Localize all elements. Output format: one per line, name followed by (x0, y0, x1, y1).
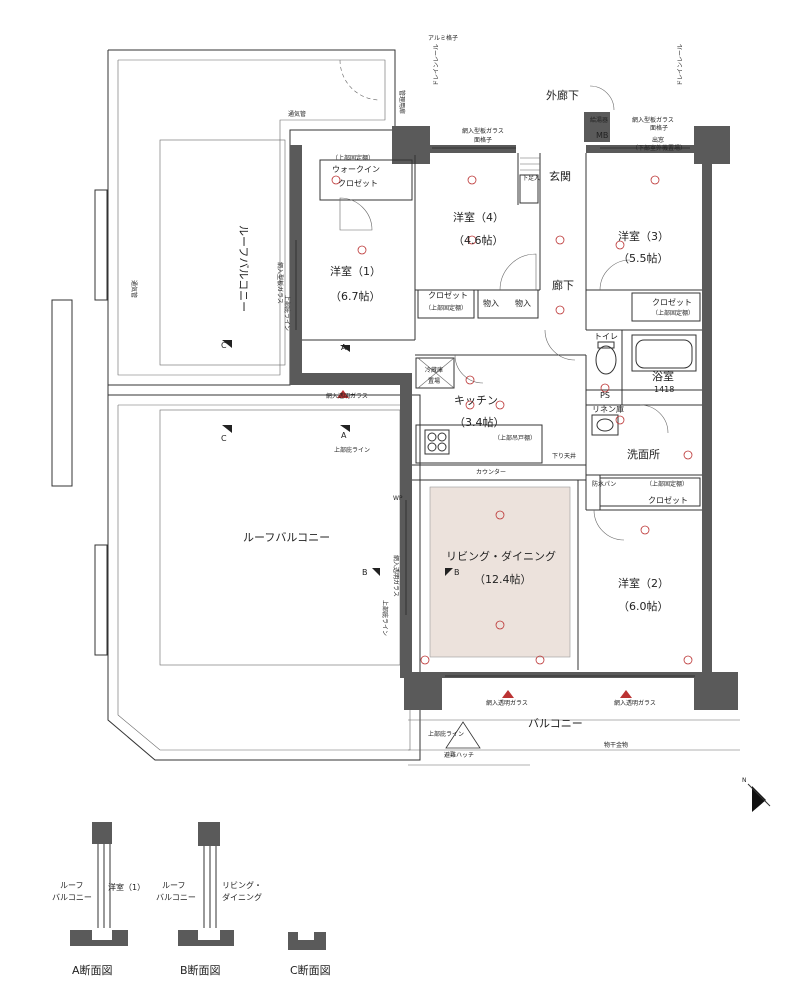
label-closet-4: クロゼット (428, 290, 468, 300)
section-a-left: ルーフバルコニー (52, 881, 92, 902)
label-wired-plate-glass-right: 網入型板ガラス (632, 116, 674, 124)
label-wired-glass-bottom-2: 網入透明ガラス (614, 699, 656, 707)
room-kitchen-name: キッチン (454, 394, 498, 407)
label-upper-cabinet: （上部吊戸棚） (494, 434, 536, 442)
room-bath-name: 浴室 (652, 369, 674, 383)
label-closet-3: クロゼット (652, 297, 692, 307)
mark-b-1: B (362, 568, 368, 577)
label-drain-right: ドレインレール (677, 44, 684, 86)
room-western1-name: 洋室（1） (330, 264, 381, 278)
label-walkin-top: （上部固定棚） (332, 154, 374, 162)
label-wired-glass-w1: 網入型板ガラス (276, 262, 284, 304)
room-entrance: 玄関 (549, 169, 571, 183)
label-walkin: ウォークイン (332, 165, 380, 174)
label-waterproof-pan: 防水パン (592, 480, 616, 488)
section-a: ルーフバルコニー 洋室（1） A断面図 (52, 822, 145, 977)
label-exit-sub: （下部室外機置場） (632, 144, 686, 152)
section-marks (222, 340, 632, 749)
room-western1-size: （6.7帖） (330, 290, 381, 303)
label-management-door: 管理用扉 (398, 90, 406, 114)
section-b: ルーフバルコニー リビング・ダイニング B断面図 (156, 822, 262, 977)
label-exit: 出窓 (652, 136, 664, 144)
label-fridge2: 置場 (428, 377, 440, 385)
label-wp: WP (393, 495, 403, 502)
label-clothes-hardware: 物干金物 (604, 741, 628, 749)
section-b-caption: B断面図 (180, 963, 221, 977)
label-water-heater: 給湯器 (590, 116, 608, 124)
walls (290, 112, 738, 710)
label-upper-line-3: 上部庇ライン (283, 295, 291, 331)
room-linen: リネン庫 (592, 404, 624, 414)
label-upper-line-1: 上部庇ライン (334, 446, 370, 454)
section-a-right: 洋室（1） (108, 882, 145, 892)
room-hallway: 廊下 (552, 278, 574, 292)
label-shoe-box: 下足入 (522, 175, 540, 182)
entrance-steps (519, 157, 540, 204)
label-upper-fixed: （上部固定棚） (646, 480, 688, 488)
room-balcony: バルコニー (528, 717, 583, 730)
ldk-floor (429, 486, 571, 658)
room-ldk-size: （12.4帖） (474, 573, 532, 586)
label-storage-1: 物入 (483, 298, 499, 308)
label-face-lattice-right: 面格子 (650, 124, 668, 132)
label-evac-hatch: 避難ハッチ (444, 751, 474, 759)
mark-a-1: A (341, 343, 347, 352)
label-wired-glass-mid: 網入透明ガラス (326, 392, 368, 400)
label-upper-line-2: 上部庇ライン (428, 730, 464, 738)
doors (339, 59, 669, 541)
room-roof-balcony-lower: ルーフバルコニー (243, 531, 330, 544)
label-aluminum-lattice: アルミ格子 (428, 34, 458, 42)
room-western3-name: 洋室（3） (618, 229, 669, 243)
mark-b-2: B (454, 568, 460, 577)
room-labels: 洋室（1） （6.7帖） 洋室（4） （4.6帖） 洋室（3） （5.5帖） 洋… (237, 88, 674, 730)
room-bath-size: 1418 (654, 385, 674, 394)
section-c-caption: C断面図 (290, 963, 331, 977)
label-walkin-closet: クロゼット (338, 178, 378, 188)
room-western2-name: 洋室（2） (618, 576, 669, 590)
label-drain-left: ドレインレール (433, 44, 440, 86)
partitions (302, 153, 702, 670)
label-waist-wall: 下り天井 (552, 452, 576, 460)
mark-a-2: A (341, 431, 347, 440)
section-b-left: ルーフバルコニー (156, 881, 196, 902)
label-storage-2: 物入 (515, 298, 531, 308)
label-fridge: 冷蔵庫 (425, 366, 443, 374)
lighting-marks (331, 175, 693, 665)
north-label: N (742, 777, 747, 784)
label-closet-4-fixed: （上部固定棚） (425, 304, 467, 312)
room-washroom: 洗面所 (627, 448, 660, 461)
label-vent-left: 通気管 (130, 280, 138, 298)
section-c: C断面図 (288, 932, 331, 977)
windows (295, 147, 740, 766)
room-ldk-name: リビング・ダイニング (446, 549, 556, 563)
section-b-right: リビング・ダイニング (222, 880, 262, 902)
room-ps: PS (600, 391, 610, 400)
label-closet-2: クロゼット (648, 495, 688, 505)
label-closet-3-fixed: （上部固定棚） (652, 309, 694, 317)
fixtures (417, 339, 693, 452)
label-face-lattice-top: 面格子 (474, 136, 492, 144)
label-wired-glass-ldk: 網入透明ガラス (392, 555, 400, 597)
label-wired-plate-glass-top: 網入型板ガラス (462, 127, 504, 135)
label-counter: カウンター (476, 468, 506, 476)
room-western4-name: 洋室（4） (453, 210, 504, 224)
label-upper-line-4: 上部庇ライン (381, 600, 389, 636)
room-mb: MB (596, 131, 608, 140)
room-western3-size: （5.5帖） (618, 252, 669, 265)
room-toilet: トイレ (594, 332, 618, 341)
mark-c-2: C (221, 434, 227, 443)
label-vent-top: 通気管 (288, 110, 306, 118)
room-western2-size: （6.0帖） (618, 600, 669, 613)
room-western4-size: （4.6帖） (453, 234, 504, 247)
section-a-caption: A断面図 (72, 963, 113, 977)
room-kitchen-size: （3.4帖） (454, 416, 505, 429)
north-arrow: N (742, 777, 771, 812)
annotation-labels: （上部固定棚） ウォークイン クロゼット クロゼット （上部固定棚） 物入 物入… (130, 34, 694, 759)
mark-c-1: C (221, 341, 227, 350)
room-roof-balcony-upper: ルーフバルコニー (237, 225, 250, 312)
room-outer-hallway: 外廊下 (546, 88, 579, 102)
label-wired-glass-bottom-1: 網入透明ガラス (486, 699, 528, 707)
